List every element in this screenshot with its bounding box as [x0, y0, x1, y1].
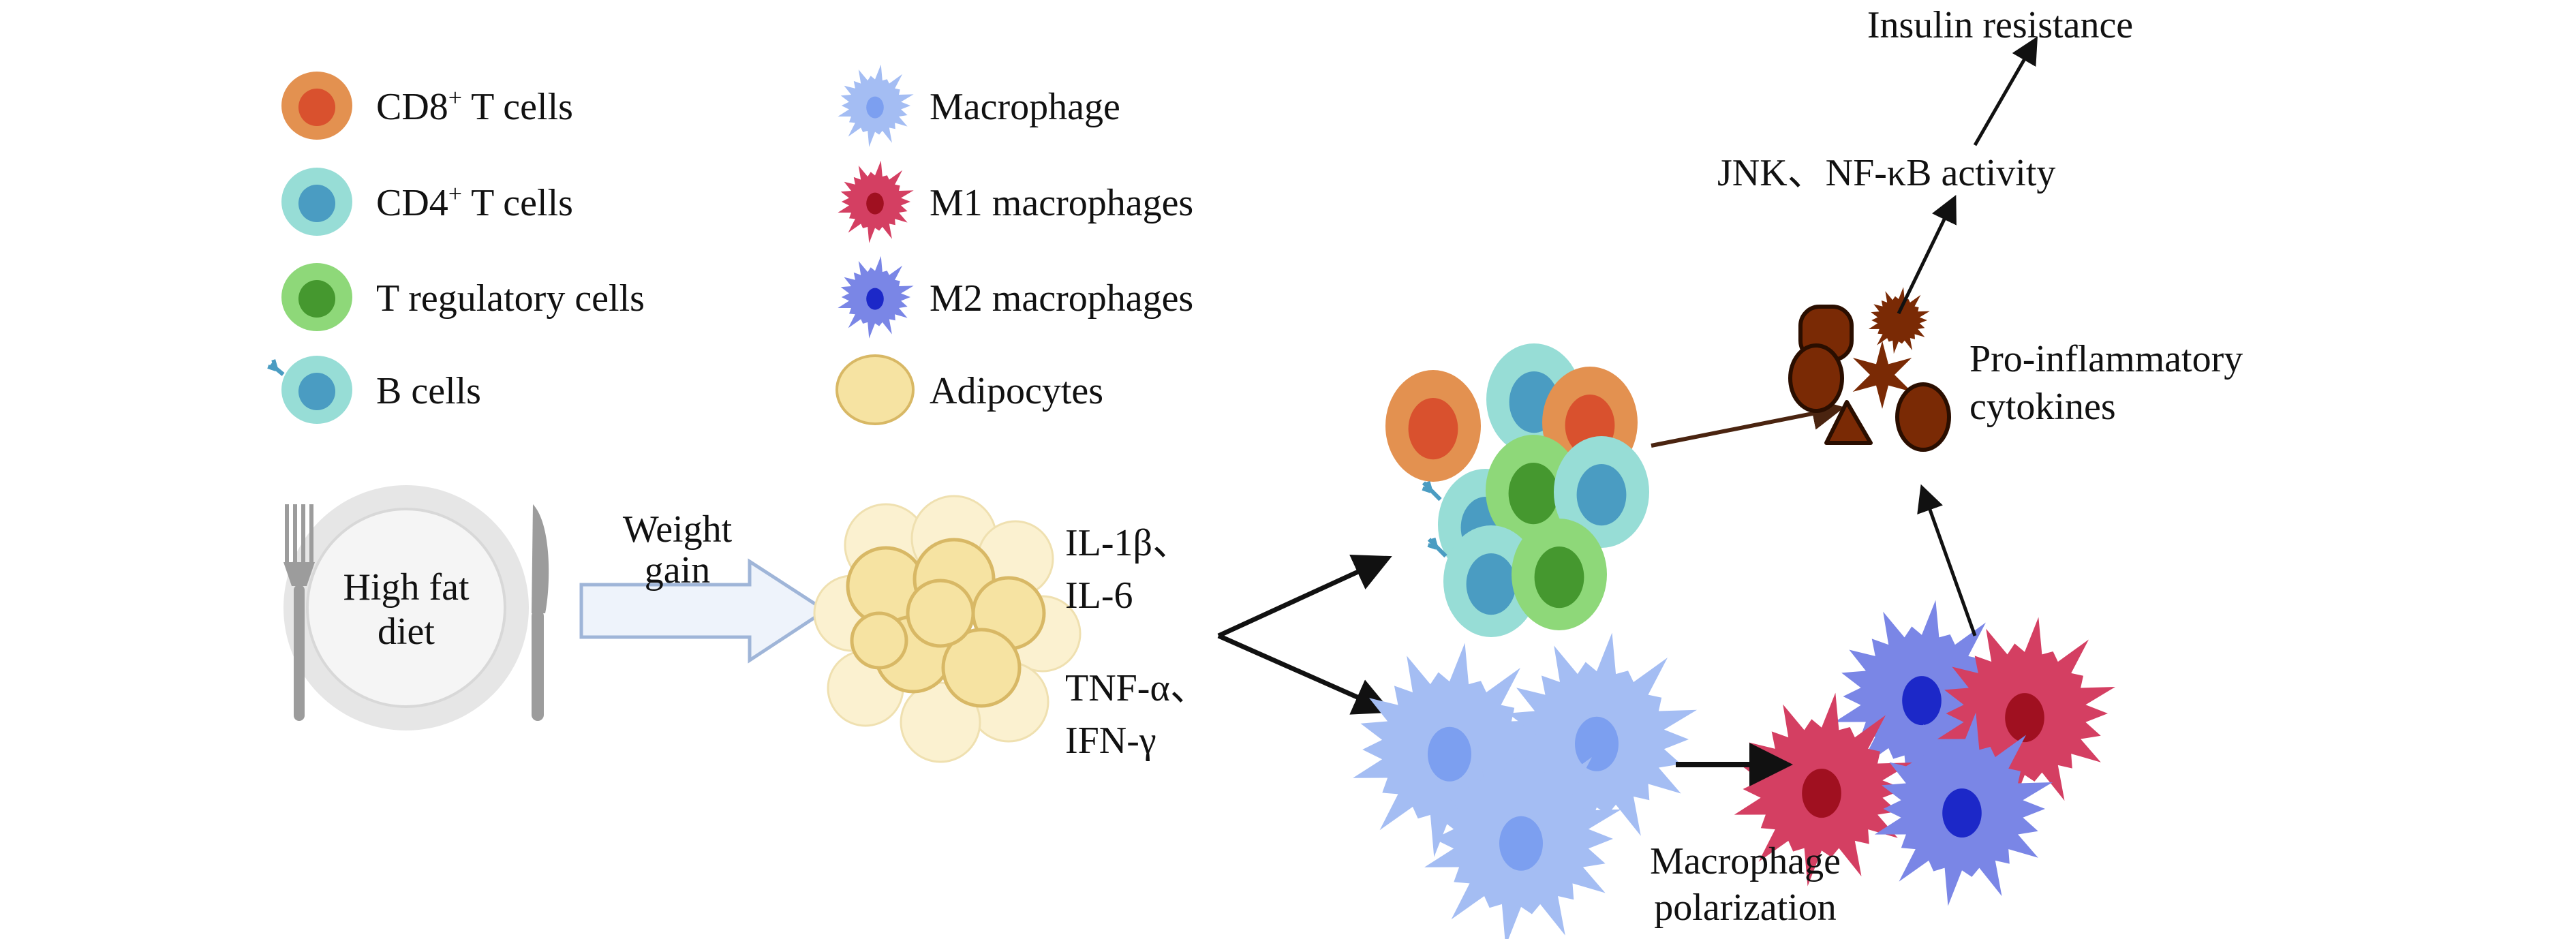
- treg-cell-nucleus: [1508, 463, 1559, 525]
- treg-cell-icon: [281, 263, 352, 331]
- ifng-label: IFN-γ: [1065, 720, 1156, 762]
- m2-macrophage-nucleus: [1942, 788, 1982, 838]
- m2-macrophage-nucleus: [1902, 676, 1942, 726]
- legend-label-macrophage: Macrophage: [930, 86, 1120, 128]
- weight-gain-label-line2: gain: [645, 549, 710, 591]
- legend: [267, 64, 915, 425]
- cd4-t-cell-icon: [281, 168, 352, 236]
- cytokine-spiky: [1868, 287, 1930, 354]
- antibody-receptor-icon: [267, 359, 285, 376]
- polarization-label-line1: Macrophage: [1650, 840, 1841, 882]
- adipocyte: [900, 681, 981, 763]
- b-cell-icon: [267, 356, 352, 424]
- plate-center: [306, 508, 506, 708]
- fork-icon: [283, 504, 315, 721]
- macrophage-icon: [838, 64, 914, 147]
- b-cell-nucleus: [1466, 553, 1516, 615]
- pro-inflammatory-label-line1: Pro-inflammatory: [1969, 338, 2243, 380]
- m1-macrophage: [1734, 692, 1912, 887]
- legend-label-b-cells: B cells: [376, 370, 481, 412]
- m2-macrophage: [1874, 712, 2053, 906]
- adipose-tissue-cluster: [813, 495, 1082, 763]
- legend-label-cd8: CD8+ T cells: [376, 84, 573, 128]
- m1-macrophage-nucleus: [2005, 693, 2044, 743]
- macrophage-icon-nucleus: [866, 96, 884, 119]
- knife-icon: [532, 504, 549, 721]
- cytokine-triangle: [1824, 400, 1873, 445]
- treg-cell-icon-nucleus: [298, 280, 336, 318]
- macrophage-nucleus: [1499, 816, 1543, 871]
- arrow-to-lymphocytes: [1217, 555, 1392, 638]
- cd4-t-cell: [1554, 436, 1649, 548]
- adipocyte: [941, 628, 1022, 708]
- b-cell: [1427, 525, 1539, 637]
- diet-label-line1: High fat: [343, 566, 470, 609]
- cd4-t-cell-nucleus: [1576, 464, 1627, 526]
- legend-label-treg: T regulatory cells: [376, 277, 645, 320]
- insulin-resistance-label: Insulin resistance: [1867, 4, 2133, 46]
- cd8-t-cell: [1385, 370, 1481, 482]
- arrow-signaling-to-insulin-resistance: [1973, 36, 2038, 147]
- treg-cell: [1512, 519, 1607, 630]
- legend-label-m1: M1 macrophages: [930, 182, 1193, 224]
- macrophage: [1424, 732, 1622, 939]
- macrophage-cluster: [1353, 632, 1698, 939]
- cytokine-oval: [1895, 382, 1951, 452]
- treg-cell-nucleus: [1534, 547, 1584, 609]
- cd4-t-cell-icon-nucleus: [298, 185, 336, 222]
- cytokine-oval: [1788, 343, 1844, 413]
- b-cell-icon-nucleus: [298, 373, 336, 410]
- antibody-receptor-icon: [1427, 537, 1447, 558]
- diet-label-line2: diet: [378, 611, 435, 653]
- m1-macrophage-icon: [838, 160, 914, 243]
- high-fat-diet-plate: High fat diet: [283, 485, 549, 730]
- pro-inflammatory-label-line2: cytokines: [1969, 386, 2116, 428]
- il1b-label: IL-1β、: [1065, 522, 1191, 564]
- macrophage-nucleus: [1575, 716, 1619, 771]
- polarization-label-line2: polarization: [1654, 887, 1836, 929]
- adipocyte: [850, 611, 908, 670]
- legend-label-adipocytes: Adipocytes: [930, 370, 1103, 412]
- m1-macrophage-nucleus: [1802, 769, 1841, 818]
- arrow-cytokines-to-signaling: [1897, 195, 1957, 315]
- cytokine-spiky-body: [1868, 287, 1930, 354]
- signaling-label: JNK、NF-κB activity: [1717, 152, 2055, 194]
- pro-inflammatory-cytokines-icon: [1788, 287, 1951, 452]
- weight-gain-arrow: [579, 558, 829, 664]
- arrow-lymphocytes-to-cytokines: [1651, 397, 1845, 448]
- m2-macrophage-icon: [838, 256, 914, 339]
- tnfa-label: TNF-α、: [1065, 667, 1208, 709]
- il6-label: IL-6: [1065, 574, 1133, 617]
- treg-cell: [1486, 435, 1581, 547]
- cytokine-star: [1852, 341, 1912, 409]
- legend-labels: CD8+ T cells CD4+ T cells T regulatory c…: [376, 84, 1193, 412]
- arrow-macrophages-to-cytokines: [1917, 484, 1977, 636]
- adipocyte-icon: [835, 354, 915, 425]
- cd8-t-cell-icon: [281, 72, 352, 140]
- legend-label-cd4: CD4+ T cells: [376, 180, 573, 224]
- m1-macrophage-icon-nucleus: [866, 192, 884, 215]
- macrophage-nucleus: [1428, 726, 1471, 782]
- m2-macrophage-icon-nucleus: [866, 288, 884, 310]
- cd8-t-cell-icon-nucleus: [298, 89, 336, 126]
- cd8-t-cell-nucleus: [1408, 398, 1458, 460]
- antibody-receptor-icon: [1422, 480, 1442, 502]
- lymphocyte-cluster: [1385, 343, 1649, 637]
- arrow-to-macrophages: [1217, 633, 1392, 715]
- polarized-macrophage-cluster: [1734, 600, 2115, 906]
- legend-label-m2: M2 macrophages: [930, 277, 1193, 320]
- adipocyte: [906, 579, 975, 648]
- weight-gain-label-line1: Weight: [623, 508, 733, 551]
